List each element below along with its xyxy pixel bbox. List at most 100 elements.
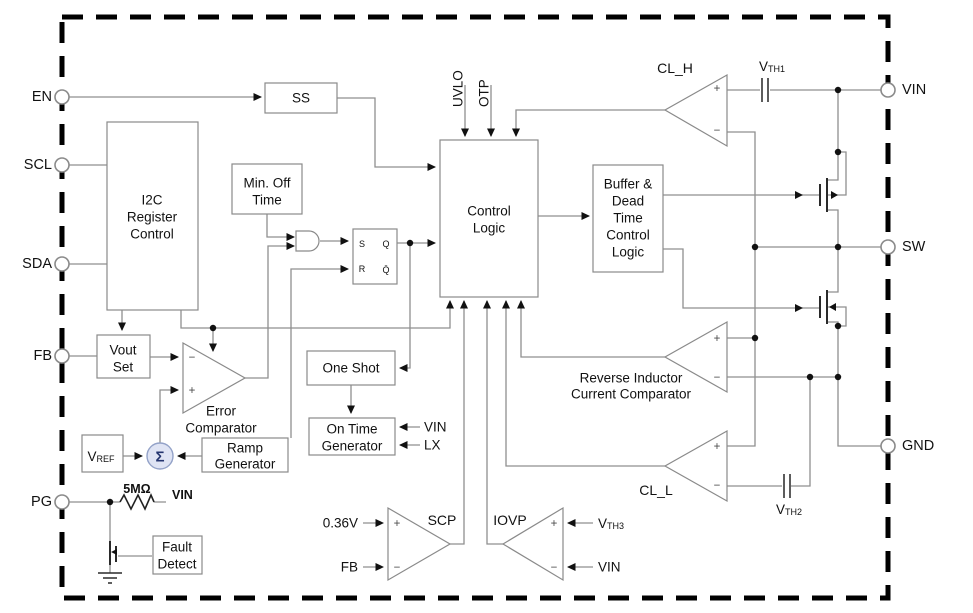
resistor-5m (119, 492, 155, 511)
block-control-logic: Control Logic (439, 139, 539, 298)
block-minoff-box (231, 163, 303, 215)
capacitor-vth2 (783, 474, 791, 498)
sigma-glyph: Σ (155, 449, 164, 466)
pin-fb-terminal (54, 348, 70, 364)
iovp-minus-sign: − (551, 562, 558, 574)
ontime-lx-label: LX (424, 438, 441, 453)
error-minus-sign: − (189, 352, 196, 364)
wire-cll-to-control (502, 300, 665, 467)
block-voutset-box (96, 334, 151, 379)
hs-gate-arrow (795, 191, 803, 199)
clh-triangle (663, 73, 728, 148)
block-ramp-box (201, 437, 289, 473)
block-i2c-register-control: I2C Register Control (106, 121, 199, 311)
block-fault-line2: Detect (157, 557, 196, 572)
scp-label: SCP (428, 512, 457, 528)
chip-boundary (59, 14, 891, 601)
wire-revind-to-control (517, 300, 665, 358)
block-ontime-line1: On Time (326, 422, 377, 437)
revind-plus-sign: + (714, 333, 721, 345)
block-ss-box (264, 82, 338, 114)
block-ramp-line1: Ramp (227, 441, 263, 456)
block-oneshot-label: One Shot (322, 361, 379, 376)
otp-label: OTP (477, 79, 492, 107)
block-ss: SS (264, 82, 338, 114)
wire-error-to-and (245, 242, 295, 379)
scp-minus-sign: − (394, 562, 401, 574)
block-buffer-deadtime: Buffer & Dead Time Control Logic (592, 164, 664, 273)
block-buffer-box (592, 164, 664, 273)
resistor-value-label: 5MΩ (123, 482, 150, 496)
wire-sw-sense (727, 131, 756, 447)
pin-sw-label: SW (902, 239, 926, 255)
pin-vin-label: VIN (902, 82, 926, 98)
pin-en: EN (32, 89, 70, 105)
pin-vin-terminal (880, 82, 896, 98)
wire-pg-fet (109, 502, 152, 573)
cll-triangle (663, 429, 728, 503)
pin-en-terminal (54, 89, 70, 105)
block-buffer-line2: Dead (612, 194, 644, 209)
pin-sda: SDA (22, 256, 70, 272)
cll-label: CL_L (639, 482, 673, 498)
junction-dots (106, 86, 842, 506)
wire-ls-fet-gnd (827, 247, 881, 447)
block-vref-box (81, 434, 124, 473)
comparator-scp: + − SCP 0.36V FB (323, 506, 457, 582)
comparator-cl-l: + − CL_L (639, 429, 728, 503)
block-vref: VREF (81, 434, 124, 473)
block-ontime-line2: Generator (322, 439, 383, 454)
latch-qbar-label: Q̄ (382, 265, 389, 275)
pin-sw: SW (880, 239, 926, 255)
block-one-shot: One Shot (306, 350, 396, 386)
revind-label-line2: Current Comparator (571, 387, 692, 402)
hs-body-arrow (831, 191, 838, 199)
cll-plus-sign: + (714, 441, 721, 453)
block-i2c-line1: I2C (141, 193, 162, 208)
latch-r-label: R (359, 264, 366, 274)
block-oneshot-box (306, 350, 396, 386)
block-i2c-line2: Register (127, 210, 178, 225)
error-label-line1: Error (206, 404, 237, 419)
pin-pg: PG (31, 494, 70, 510)
summing-junction: Σ (146, 442, 174, 470)
revind-label-line1: Reverse Inductor (580, 371, 683, 386)
pin-scl-terminal (54, 157, 70, 173)
pin-gnd-terminal (880, 438, 896, 454)
wire-ontime-to-r (290, 265, 349, 438)
pin-gnd-label: GND (902, 438, 934, 454)
comparator-reverse-inductor: + − Reverse Inductor Current Comparator (571, 320, 728, 402)
ground-symbol (98, 572, 122, 584)
error-plus-sign: + (189, 385, 196, 397)
block-vout-set: Vout Set (96, 334, 151, 379)
sr-latch: S Q R Q̄ (352, 228, 398, 285)
block-buffer-line3: Time (613, 211, 643, 226)
latch-q-label: Q (382, 239, 389, 249)
wire-clh-out (512, 109, 665, 137)
scp-fb-label: FB (341, 560, 358, 575)
block-voutset-line1: Vout (109, 343, 136, 358)
wire-iovp-to-control (483, 300, 503, 545)
vth2-label: VTH2 (776, 502, 802, 518)
wire-minoff-to-and (266, 214, 295, 241)
pin-pg-label: PG (31, 494, 52, 510)
capacitor-vth1 (761, 78, 769, 102)
clh-minus-sign: − (714, 125, 721, 137)
block-ramp-generator: Ramp Generator (201, 437, 289, 473)
wire-cll-minus-vth2 (727, 377, 811, 487)
pin-fb: FB (33, 348, 70, 364)
iovp-triangle (501, 506, 564, 582)
block-i2c-line3: Control (130, 227, 174, 242)
block-i2c-box (106, 121, 199, 311)
pin-pg-terminal (54, 494, 70, 510)
pin-sda-label: SDA (22, 256, 52, 272)
block-voutset-line2: Set (113, 360, 134, 375)
error-label-line2: Comparator (185, 421, 257, 436)
iovp-vin-label: VIN (598, 560, 621, 575)
wires (69, 89, 881, 573)
comparator-error-triangle (182, 341, 247, 415)
pin-en-label: EN (32, 89, 52, 105)
comparator-error: − + Error Comparator (182, 341, 257, 436)
